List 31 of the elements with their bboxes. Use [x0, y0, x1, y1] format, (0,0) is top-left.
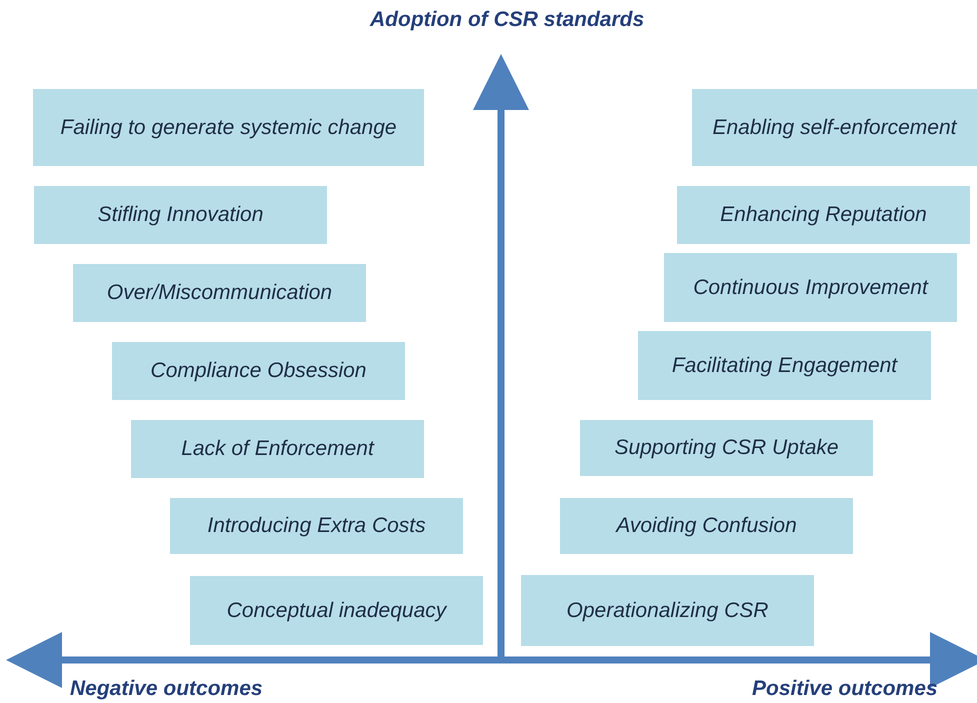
axis-title: Adoption of CSR standards	[370, 8, 644, 32]
outcome-text: Enhancing Reputation	[720, 203, 927, 227]
outcome-box	[112, 342, 405, 400]
outcome-text: Compliance Obsession	[150, 359, 366, 383]
axis-label: Negative outcomes	[70, 677, 263, 701]
outcome-box	[34, 186, 327, 244]
outcome-text: Introducing Extra Costs	[207, 514, 426, 538]
outcome-box	[692, 89, 977, 166]
outcome-box	[664, 253, 957, 322]
outcome-box	[170, 498, 463, 554]
axis-label: Positive outcomes	[752, 677, 938, 701]
outcome-text: Stifling Innovation	[98, 203, 264, 227]
outcome-text: Continuous Improvement	[693, 276, 928, 300]
outcome-box	[131, 420, 424, 478]
outcome-text: Enabling self-enforcement	[712, 116, 956, 140]
outcome-text: Lack of Enforcement	[181, 437, 374, 461]
outcome-box	[677, 186, 970, 244]
outcome-text: Operationalizing CSR	[566, 598, 768, 622]
outcome-box	[560, 498, 853, 554]
outcome-box	[73, 264, 366, 322]
outcome-text: Avoiding Confusion	[616, 514, 797, 538]
outcome-text: Conceptual inadequacy	[226, 598, 446, 622]
outcome-box	[190, 576, 483, 645]
outcome-box	[638, 331, 931, 400]
outcome-text: Failing to generate systemic change	[60, 116, 397, 140]
outcome-box	[580, 420, 873, 476]
outcome-text: Supporting CSR Uptake	[614, 436, 839, 460]
outcome-box	[521, 575, 814, 646]
outcome-text: Facilitating Engagement	[672, 354, 898, 378]
outcome-text: Over/Miscommunication	[106, 281, 332, 305]
outcome-box	[33, 89, 424, 166]
